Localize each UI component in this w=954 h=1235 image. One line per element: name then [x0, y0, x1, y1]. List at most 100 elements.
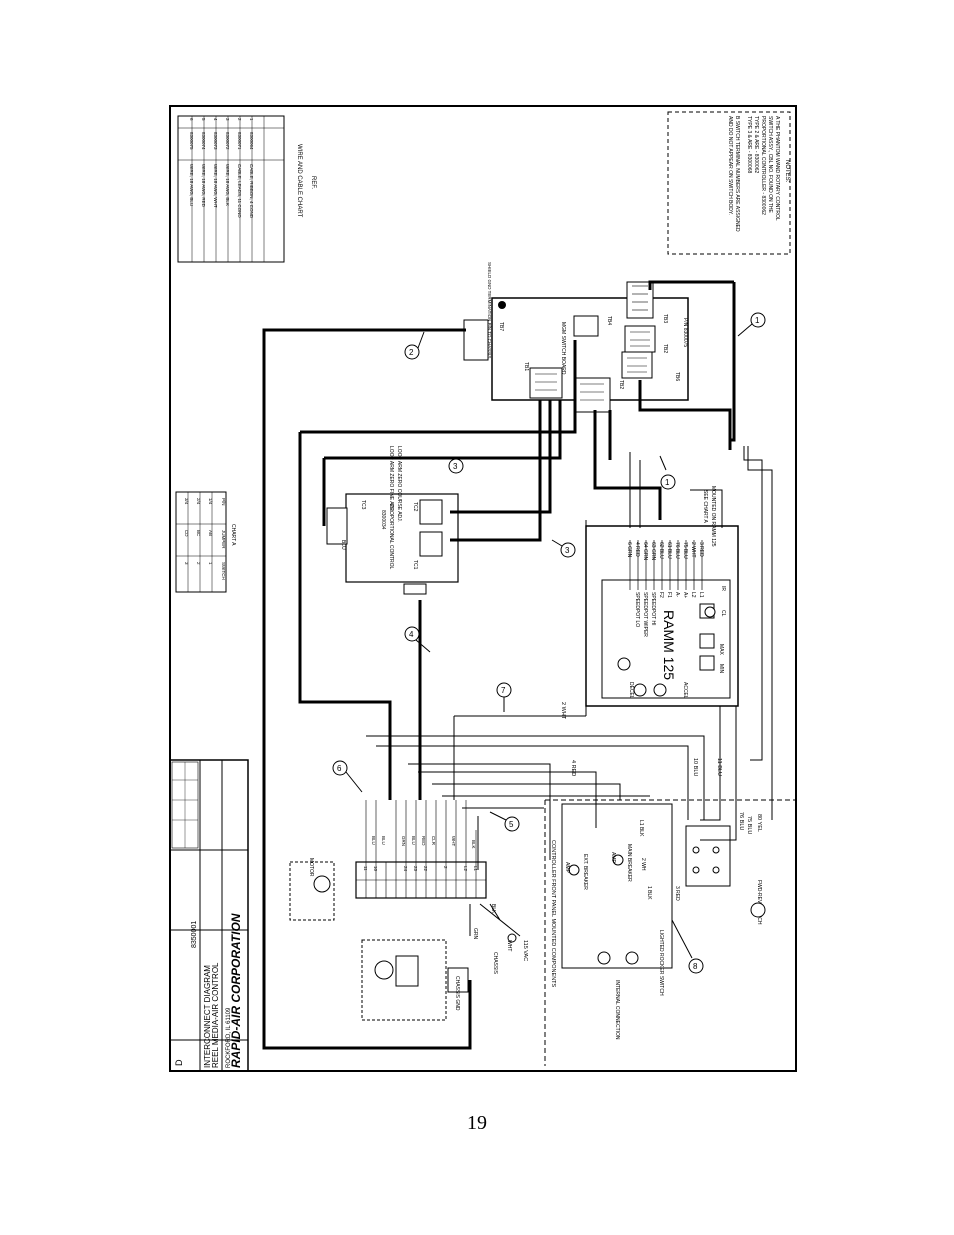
wire-row-desc: CABLE, LEADS, 11 COND — [237, 164, 242, 218]
strip-wire: RED — [421, 836, 426, 846]
wire-row-item: 3 — [225, 118, 230, 121]
knob-label: CL — [720, 610, 726, 617]
tb-label: TB6 — [674, 372, 680, 381]
wire-row-part: 8300074 — [201, 132, 206, 150]
chart-a-cell: P/N — [221, 498, 226, 506]
internal-connection-label: INTERNAL CONNECTION — [614, 980, 620, 1040]
callouts: 1 2 3 1 3 4 7 6 5 8 — [332, 312, 766, 974]
strip-number: L2 — [463, 866, 468, 872]
callout-number: 8 — [693, 962, 698, 971]
knob-label: MAX — [718, 644, 724, 656]
wire-row-part: 8300064 — [249, 132, 254, 150]
ramm-terminal: A+ — [682, 592, 688, 598]
ground-lug — [498, 301, 506, 309]
ramm-terminal: A- — [674, 592, 680, 597]
strip-wire: BLU — [411, 836, 416, 845]
board-label: MGM SWITCH BOARD — [560, 322, 566, 375]
max-pot — [699, 633, 715, 649]
proportional-control: PROPORTIONAL CONTROL 8300034 TC2 TC3 TC1… — [326, 446, 459, 595]
ramm-terminal: SPEEDPOT WIPER — [642, 592, 648, 637]
revision: D — [174, 1059, 184, 1066]
strip-wire: BLU — [371, 836, 376, 845]
drawing-border — [169, 105, 797, 1072]
ramm-terminal: F2 — [658, 592, 664, 598]
chart-a-cell: SWITCH — [221, 562, 226, 580]
notes-box: NOTES: A THE PHANTOM WAND ROTARY CONTROL… — [667, 111, 791, 255]
callout-balloon: 2 — [404, 331, 425, 360]
chart-a-cell: 2/4 — [196, 498, 201, 505]
shield-note: SHIELD GND TERMINATION P/N TO CHASSIS — [487, 262, 492, 358]
motor-label: MOTOR — [308, 858, 314, 877]
callout-balloon: 8 — [671, 919, 704, 974]
callout-number: 1 — [665, 478, 670, 487]
callout-balloon: 6 — [332, 760, 363, 793]
fwd-rev-label: FWD-REV SWITCH — [756, 880, 762, 925]
tb-label: TB3 — [662, 314, 668, 323]
wire-row-part: 8300075 — [189, 132, 194, 150]
tc-wire: BLU — [340, 540, 346, 550]
tb-label: TB2 — [662, 344, 668, 353]
wire-label: 2 WH — [640, 858, 646, 871]
callout-number: 5 — [509, 820, 514, 829]
tb-label: TB4 — [606, 316, 612, 325]
wire-row-item: 1 — [249, 118, 254, 121]
wire-chart-title: WIRE AND CABLE CHART — [296, 144, 302, 218]
wire-label: 80 YEL — [756, 814, 762, 832]
chart-a-cell: JUMPER — [221, 530, 226, 549]
callout-balloon: 7 — [496, 682, 512, 712]
tb-label: TB1 — [523, 362, 529, 371]
drawing-number: 8350001 — [191, 921, 198, 948]
ramm-wire: 3 RED — [698, 542, 704, 557]
drawing-subtitle: INTERCONNECT DIAGRAM — [203, 965, 212, 1068]
ext-breaker-label: EXT. BREAKER — [582, 854, 588, 890]
chart-a-cell: 1 — [208, 562, 213, 565]
ramm-wire: 2 WHT — [690, 542, 696, 558]
board-part-number: P/N 8300075 — [682, 318, 688, 347]
ramm-wire: 75 BLU — [682, 542, 688, 559]
note-line: TYPE 3 & ARE - 8300068 — [746, 116, 752, 173]
knob-label: MIN — [718, 664, 724, 674]
strip-wire: GRN — [401, 836, 406, 846]
callout-number: 3 — [453, 462, 458, 471]
callout-balloon: 3 — [551, 539, 576, 558]
drawing-title: REEL MEDIA-AIR CONTROL — [211, 962, 220, 1068]
notes-title: NOTES: — [784, 160, 790, 183]
callout-balloon: 4 — [404, 626, 431, 653]
wire-label: 11 BLU — [716, 758, 722, 776]
title-block: RAPID-AIR CORPORATION ROCKFORD, IL 61109… — [169, 759, 249, 1072]
wire-chart-ref: REF. — [310, 176, 316, 189]
ramm-terminal: SPEEDPOT LO — [634, 592, 640, 627]
callout-balloon: 1 — [659, 455, 676, 490]
knob — [704, 606, 716, 618]
loop-label: LOOP ARM ZERO FINE ADJ. — [388, 446, 394, 512]
ramm-wire: 63 GRN — [650, 542, 656, 560]
note-line: SWITCH ASSY., CBL NO. FOUND ON THE — [767, 116, 773, 214]
loop-label: LOOP ARM ZERO COURSE ADJ. — [396, 446, 402, 522]
wire-row-desc: WIRE, 18 AWG, BLU — [189, 164, 194, 206]
min-pot — [699, 655, 715, 671]
ramm-wire: 4 RED — [634, 542, 640, 557]
tb7-block — [463, 319, 489, 361]
knob-label: DECEL — [628, 682, 634, 699]
chassis-label: CHASSIS — [492, 952, 498, 975]
power-input: 115 VAC WHT BLK GRN CHASSIS CHASSIS GND — [447, 903, 528, 1011]
ramm-terminal: L1 — [698, 592, 704, 598]
strip-wire: BLU — [381, 836, 386, 845]
note-flag — [750, 902, 766, 918]
wire-row-desc: WIRE, 18 AWG, BLK — [225, 164, 230, 206]
wire-label: L1 BLK — [638, 820, 644, 837]
cable-runs — [262, 280, 736, 1050]
ramm-header: MOUNTED ON RAMM 125 — [710, 486, 716, 547]
tb-block — [624, 325, 656, 353]
callout-balloon: 1 — [737, 312, 766, 337]
rocker-switch-lamp — [625, 951, 639, 965]
strip-number: 2 — [443, 866, 448, 869]
ramm-wire: 64 GRN — [642, 542, 648, 560]
tc-label: TC2 — [412, 502, 418, 512]
motor: MOTOR — [289, 858, 447, 1021]
terminal-strip: BLU BLU GRN BLU RED CLR WHT BLK 11 10 24… — [355, 800, 487, 899]
thin-wires — [366, 446, 773, 870]
company-location: ROCKFORD, IL 61109 — [226, 1007, 232, 1068]
strip-wire: BLK — [471, 840, 476, 849]
